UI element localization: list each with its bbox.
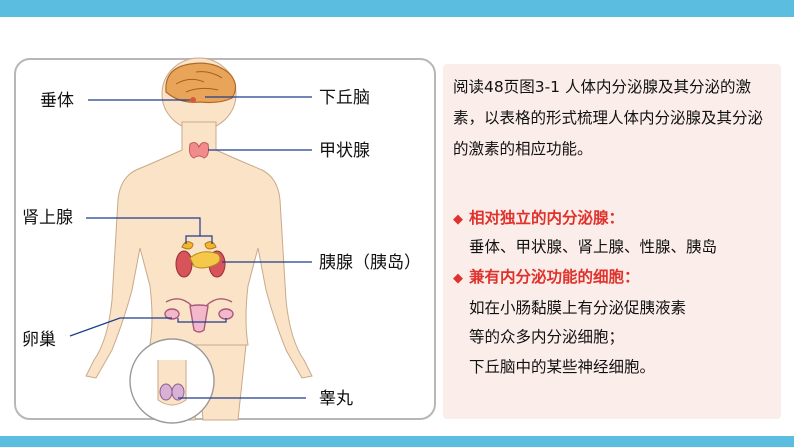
diamond-bullet-icon: ◆ [453, 271, 463, 286]
section2-line-2: 等的众多内分泌细胞； [469, 326, 624, 348]
section1-items: 垂体、甲状腺、肾上腺、性腺、胰岛 [469, 236, 717, 258]
label-pancreas: 胰腺（胰岛） [319, 253, 421, 273]
kidney-left-icon [176, 251, 192, 277]
label-adrenal: 肾上腺 [22, 208, 73, 228]
intro-paragraph: 阅读48页图3-1 人体内分泌腺及其分泌的激素，以表格的形式梳理人体内分泌腺及其… [453, 72, 777, 165]
diamond-bullet-icon: ◆ [453, 212, 463, 227]
section2-line-1: 如在小肠黏膜上有分泌促胰液素 [469, 297, 686, 319]
label-pituitary: 垂体 [40, 91, 74, 111]
label-thyroid: 甲状腺 [319, 141, 370, 161]
section1-title: 相对独立的内分泌腺： [469, 209, 624, 227]
section2-title: 兼有内分泌功能的细胞： [469, 268, 640, 286]
section1-heading: ◆ 相对独立的内分泌腺： [453, 207, 624, 231]
label-ovary: 卵巢 [22, 330, 56, 350]
label-hypothalamus: 下丘脑 [319, 88, 370, 108]
section2-line-3: 下丘脑中的某些神经细胞。 [469, 356, 655, 378]
testis-inset [130, 339, 214, 423]
section2-heading: ◆ 兼有内分泌功能的细胞： [453, 266, 640, 290]
label-testis: 睾丸 [319, 389, 353, 409]
